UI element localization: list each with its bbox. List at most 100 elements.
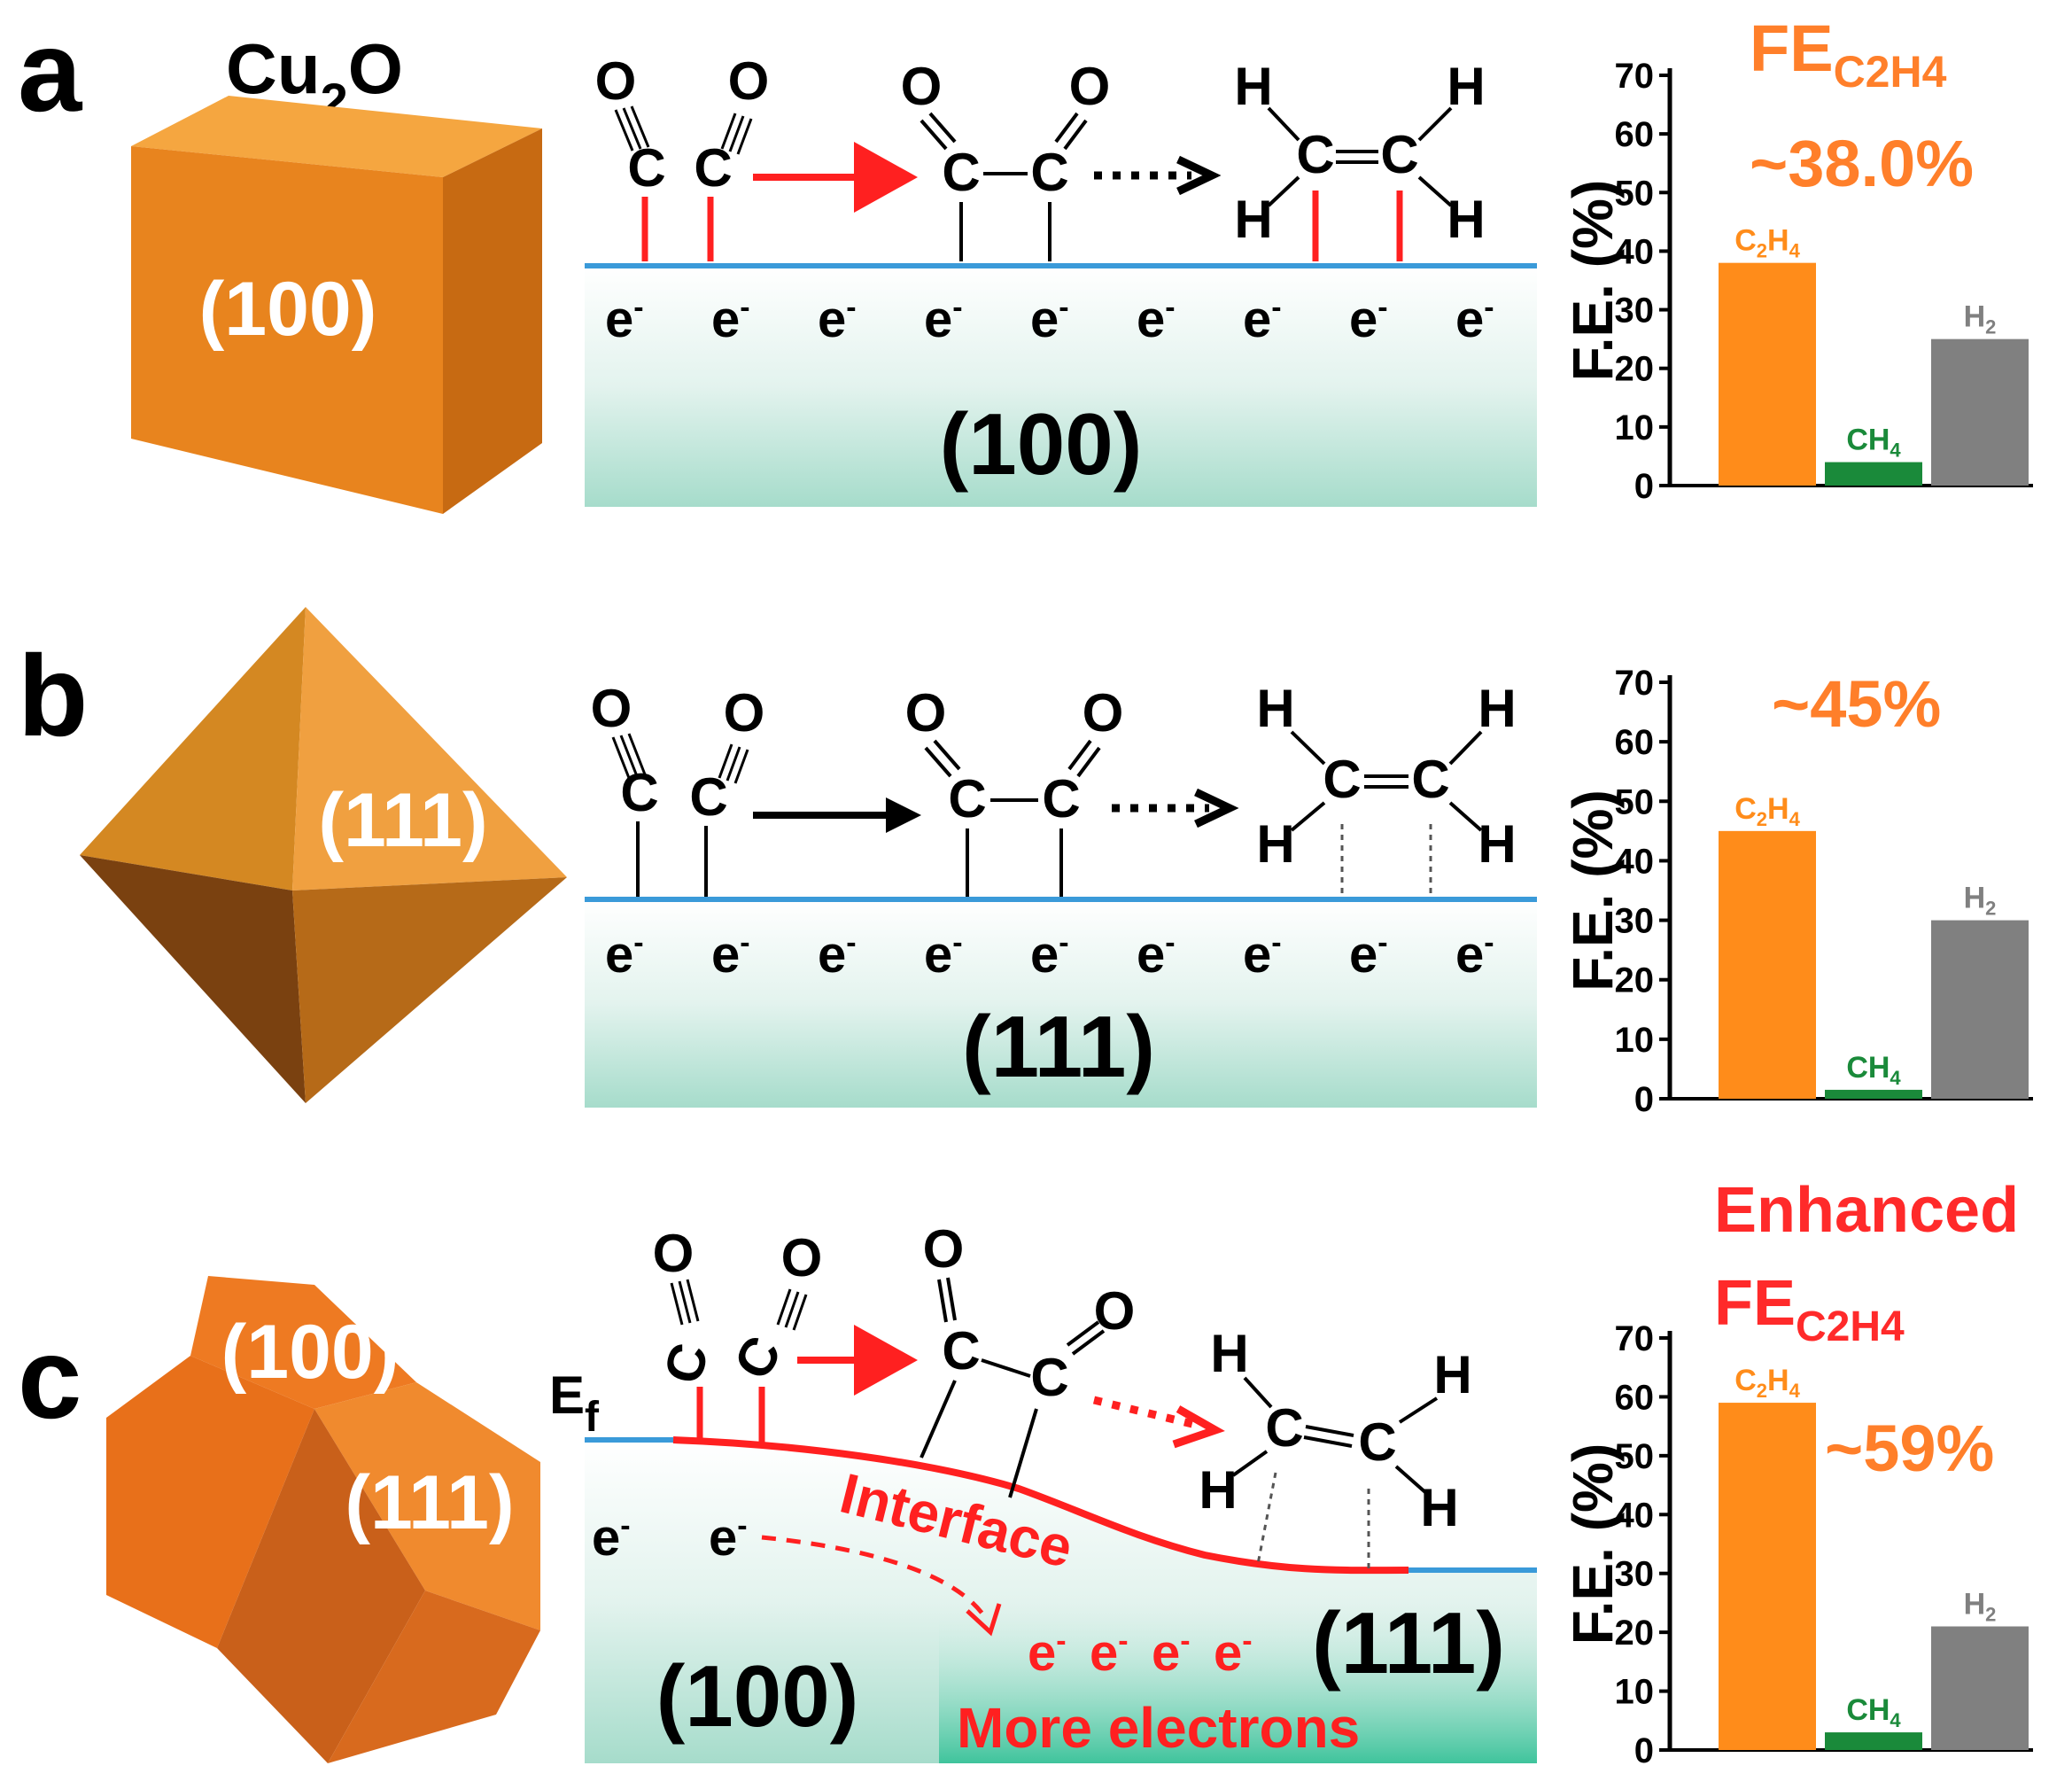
interface-band-curve [672, 1436, 1409, 1575]
bar-label: C2H4 [1734, 1364, 1800, 1402]
svg-text:H: H [1256, 814, 1294, 874]
svg-text:C: C [1296, 125, 1334, 184]
crystal-top-face [190, 1276, 416, 1409]
y-tick-label: 50 [1615, 174, 1655, 213]
bar-label: CH4 [1846, 1693, 1901, 1731]
more-electrons-region [939, 1613, 1537, 1763]
y-tick-label: 50 [1615, 1437, 1655, 1476]
bar-label: H2 [1964, 882, 1997, 920]
svg-text:O: O [781, 1228, 823, 1287]
octahedron-crystal [80, 607, 567, 1103]
bar-label: C2H4 [1734, 792, 1800, 830]
octa-upper-right [292, 607, 567, 891]
svg-text:C: C [1323, 750, 1361, 809]
svg-text:H: H [1478, 679, 1516, 738]
surface-label-111: (111) [1312, 1594, 1505, 1692]
svg-text:H: H [1447, 190, 1485, 249]
bar-c2h4 [1719, 830, 1816, 1099]
y-tick-label: 60 [1615, 723, 1655, 762]
bar-label: H2 [1964, 300, 1997, 338]
substrate-100 [585, 266, 1537, 507]
accumulated-electrons: e- e- e- e- [1028, 1624, 1253, 1682]
cube-front-face [131, 146, 443, 514]
svg-text:C: C [1042, 769, 1080, 828]
co-molecule-2: O C [689, 683, 764, 897]
crystal-facet-label-100: (100) [221, 1310, 400, 1395]
truncated-octahedron-crystal [106, 1276, 540, 1763]
y-tick-label: 70 [1615, 1319, 1655, 1358]
electron: e- [1243, 291, 1282, 348]
y-tick-label: 70 [1615, 664, 1655, 703]
panel-a: a Cu2O (100) (100) e- e- e- e- e- e- e- … [18, 6, 1974, 514]
electron: e- [1028, 1624, 1067, 1682]
electron: e- [709, 1509, 748, 1567]
cube-top-face [131, 96, 542, 177]
occo-intermediate: O O C C [920, 1219, 1136, 1498]
y-tick-label: 30 [1615, 292, 1655, 331]
y-tick-label: 50 [1615, 782, 1655, 821]
panel-b: b (111) (111) e- e- e- e- e- e- e- e- e-… [18, 607, 1941, 1108]
crystal-facet-label-111: (111) [345, 1460, 514, 1545]
svg-text:H: H [1447, 57, 1485, 116]
cube-crystal [131, 96, 542, 514]
bar-ch4 [1825, 1089, 1922, 1099]
surface-label-100: (100) [656, 1647, 859, 1745]
electron: e- [1455, 926, 1494, 984]
svg-text:O: O [923, 1219, 965, 1279]
ethylene-molecule: H H H H C C [1256, 679, 1517, 897]
electron: e- [711, 926, 750, 984]
electron: e- [1243, 926, 1282, 984]
svg-text:C: C [689, 767, 727, 827]
cu2o-title-main: Cu [226, 29, 321, 108]
svg-text:C: C [620, 763, 658, 822]
svg-text:C: C [1411, 750, 1449, 809]
electron: e- [1455, 291, 1494, 348]
svg-text:O: O [1094, 1281, 1136, 1341]
fe-value-b: ~45% [1772, 667, 1941, 741]
svg-text:C: C [627, 138, 665, 198]
svg-text:H: H [1210, 1324, 1248, 1383]
bar-ch4 [1825, 1732, 1922, 1750]
y-tick-label: 40 [1615, 842, 1655, 881]
svg-text:H: H [1256, 679, 1294, 738]
y-tick-label: 10 [1615, 1673, 1655, 1712]
cube-side-face [443, 128, 542, 514]
electron: e- [1214, 1624, 1253, 1682]
svg-text:O: O [905, 683, 947, 743]
bar-c2h4 [1719, 1403, 1816, 1750]
svg-text:H: H [1199, 1460, 1237, 1520]
svg-text:C: C [1358, 1412, 1396, 1472]
svg-text:O: O [728, 51, 770, 111]
y-tick-label: 20 [1615, 1614, 1655, 1653]
co-molecule-2: O C [722, 1228, 822, 1444]
co-molecule-1: O C [653, 1224, 720, 1443]
co-molecule-2: O C [694, 51, 769, 261]
y-tick-label: 30 [1615, 902, 1655, 941]
panel-c-label: c [18, 1313, 81, 1443]
substrate-111 [585, 899, 1537, 1108]
y-tick-label: 60 [1615, 1378, 1655, 1417]
electron: e- [1030, 926, 1069, 984]
electron: e- [1090, 1624, 1129, 1682]
electron: e- [924, 291, 963, 348]
octa-lower-left [80, 855, 306, 1103]
svg-text:C: C [948, 769, 986, 828]
y-axis-title: F.E. (%) [1561, 789, 1625, 992]
electron: e- [711, 291, 750, 348]
svg-text:C: C [942, 1321, 980, 1381]
enhanced-label: Enhanced [1714, 1175, 2019, 1246]
y-tick-label: 70 [1615, 57, 1655, 96]
svg-text:O: O [595, 51, 637, 111]
y-tick-label: 0 [1634, 1080, 1654, 1119]
electron: e- [1137, 291, 1176, 348]
ethylene-molecule: H H H H C C [1199, 1324, 1472, 1568]
electron-row: e- e- e- e- e- e- e- e- e- [605, 291, 1494, 348]
electron: e- [924, 926, 963, 984]
svg-text:H: H [1433, 1345, 1471, 1404]
y-tick-label: 20 [1615, 350, 1655, 389]
y-tick-label: 40 [1615, 1496, 1655, 1535]
svg-text:H: H [1234, 190, 1272, 249]
svg-text:O: O [653, 1224, 695, 1283]
co-molecule-1: O C [591, 679, 659, 897]
